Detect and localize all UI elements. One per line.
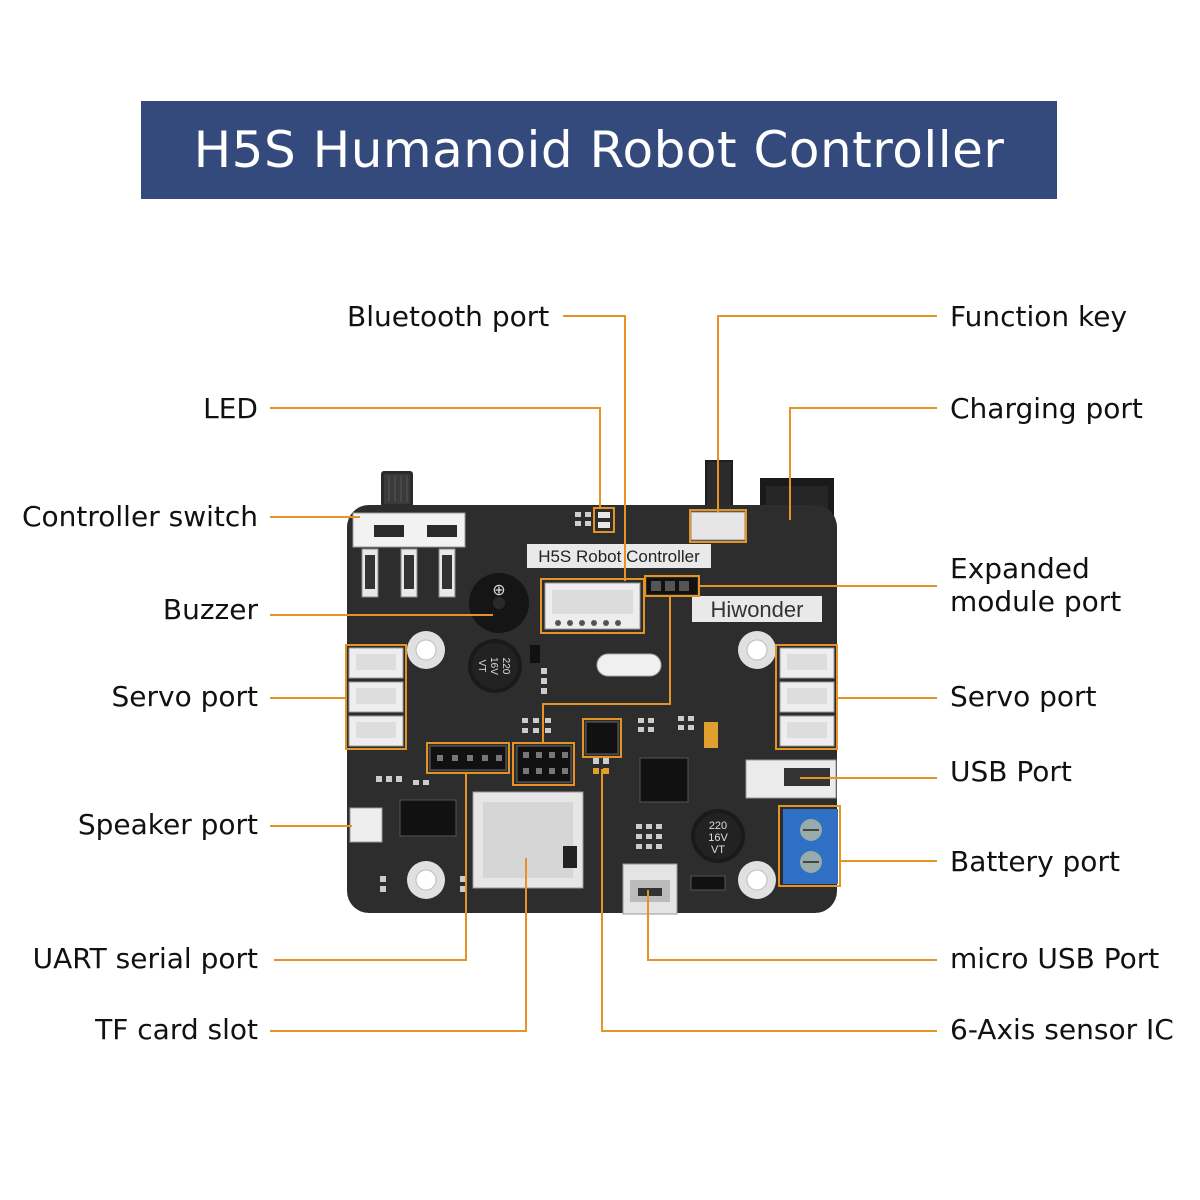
tf-card-part — [472, 791, 584, 889]
crystal-oscillator — [596, 653, 662, 677]
pin-header-2x4 — [516, 745, 572, 783]
label-servo-port-left: Servo port — [111, 680, 258, 713]
bluetooth-connector — [544, 582, 641, 630]
label-speaker-port: Speaker port — [77, 808, 258, 841]
switch-body — [352, 512, 466, 598]
label-buzzer: Buzzer — [162, 593, 258, 626]
servo-ports-right — [779, 647, 835, 747]
label-micro-usb-port: micro USB Port — [950, 942, 1160, 975]
expanded-module-header — [647, 578, 697, 594]
capacitor-top-value: 220 — [500, 658, 511, 675]
svg-text:⊕: ⊕ — [492, 582, 505, 599]
micro-usb-part — [622, 863, 678, 915]
board-silkscreen: H5S Robot Controller — [538, 547, 700, 566]
uart-header — [429, 745, 507, 771]
buzzer-part: ⊕ — [469, 573, 529, 633]
title-banner: H5S Humanoid Robot Controller — [141, 101, 1057, 199]
smd-components — [376, 645, 726, 892]
servo-ports-left — [348, 647, 404, 747]
label-bluetooth-port: Bluetooth port — [347, 300, 550, 333]
capacitor-bottom: 220 16V VT — [691, 809, 745, 863]
label-controller-switch: Controller switch — [21, 500, 258, 533]
label-uart-serial-port: UART serial port — [32, 942, 258, 975]
capacitor-top-code: VT — [476, 660, 487, 673]
label-six-axis-sensor-ic: 6-Axis sensor IC — [950, 1013, 1174, 1046]
silkscreen-box — [527, 544, 711, 568]
capacitor-bottom-code: VT — [711, 844, 725, 856]
six-axis-ic — [585, 721, 619, 755]
label-led: LED — [203, 392, 258, 425]
label-function-key: Function key — [950, 300, 1128, 333]
capacitor-top-voltage: 16V — [488, 657, 499, 675]
speaker-amplifier-chip — [399, 799, 457, 837]
speaker-connector — [349, 807, 383, 843]
brand-box — [692, 596, 822, 622]
main-chip — [639, 757, 689, 803]
controller-switch-part — [381, 471, 413, 507]
led-part — [575, 512, 610, 528]
page-title: H5S Humanoid Robot Controller — [193, 121, 1005, 179]
battery-terminal-part — [783, 809, 838, 884]
label-battery-port: Battery port — [950, 845, 1120, 878]
label-expanded-module-port: Expanded module port — [950, 552, 1122, 618]
leader-lines — [270, 315, 937, 1032]
capacitor-bottom-value: 220 — [709, 820, 727, 832]
capacitor-top: 220 16V VT — [468, 639, 522, 693]
board-brand: Hiwonder — [711, 597, 804, 622]
function-key-base — [690, 511, 746, 541]
label-usb-port: USB Port — [950, 755, 1072, 788]
capacitor-bottom-voltage: 16V — [708, 832, 728, 844]
mounting-holes — [407, 631, 776, 899]
label-charging-port: Charging port — [950, 392, 1143, 425]
label-tf-card-slot: TF card slot — [95, 1013, 258, 1046]
label-servo-port-right: Servo port — [950, 680, 1097, 713]
